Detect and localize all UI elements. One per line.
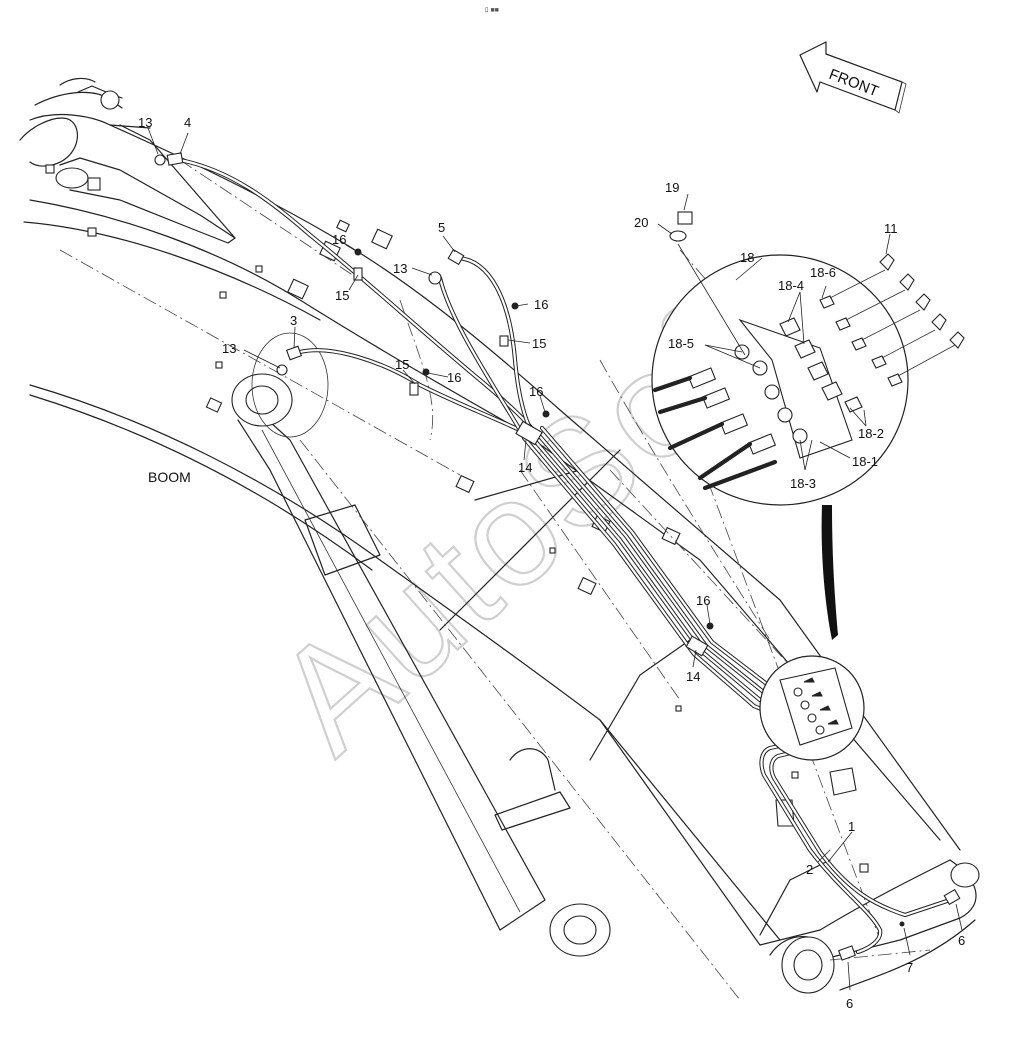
callout-18-2: 18-2 (858, 426, 884, 441)
callout-16: 16 (529, 384, 543, 399)
header-mark: ﾛ ■■ (485, 7, 499, 14)
callout-13: 13 (393, 261, 407, 276)
boom-cylinder (231, 332, 611, 957)
callout-20: 20 (634, 215, 648, 230)
front-arrow: FRONT (799, 41, 907, 114)
callout-5: 5 (438, 220, 445, 235)
callout-13: 13 (222, 341, 236, 356)
callout-18: 18 (740, 250, 754, 265)
detail-callout (651, 211, 965, 506)
callout-6: 6 (846, 996, 853, 1011)
callout-14: 14 (518, 460, 532, 475)
callout-15: 15 (395, 357, 409, 372)
callout-13: 13 (138, 115, 152, 130)
callout-16: 16 (534, 297, 548, 312)
callout-14: 14 (686, 669, 700, 684)
callout-16: 16 (332, 232, 346, 247)
callout-18-6: 18-6 (810, 265, 836, 280)
callout-11: 11 (884, 221, 898, 236)
callout-18-3: 18-3 (790, 476, 816, 491)
manifold-small (759, 655, 865, 761)
callout-6: 6 (958, 933, 965, 948)
callout-16: 16 (447, 370, 461, 385)
callout-16: 16 (696, 593, 710, 608)
callout-15: 15 (335, 288, 349, 303)
detail-pointer (821, 505, 838, 640)
callout-18-5: 18-5 (668, 336, 694, 351)
boom-label: BOOM (148, 469, 191, 485)
callout-1: 1 (848, 819, 855, 834)
fittings (154, 152, 961, 961)
callout-4: 4 (184, 115, 191, 130)
callout-2: 2 (806, 862, 813, 877)
callout-18-4: 18-4 (778, 278, 804, 293)
callout-7: 7 (906, 960, 913, 975)
callout-labels: 13 4 16 15 5 13 16 15 3 13 15 16 16 14 1… (138, 115, 965, 1011)
callout-15: 15 (532, 336, 546, 351)
callout-18-1: 18-1 (852, 454, 878, 469)
callout-19: 19 (665, 180, 679, 195)
callout-3: 3 (290, 313, 297, 328)
leader-lines (147, 127, 963, 991)
